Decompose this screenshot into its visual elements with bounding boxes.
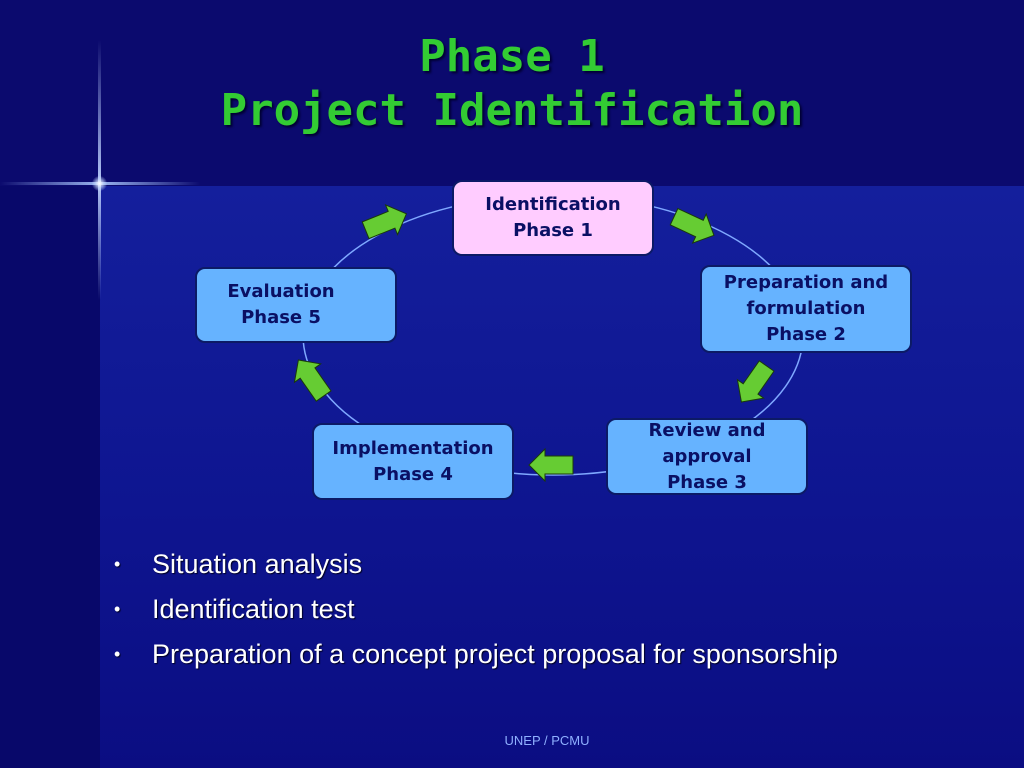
- bullet-marker: •: [114, 599, 121, 619]
- light-flare-vertical: [98, 40, 101, 300]
- phase-4-label-line1: Implementation: [332, 437, 494, 459]
- list-item: • Situation analysis: [114, 542, 994, 587]
- arrow-review-to-implementation: [528, 447, 574, 483]
- slide-title: Phase 1 Project Identification: [0, 30, 1024, 138]
- phase-2-label-line3: Phase 2: [766, 324, 846, 345]
- list-item: • Preparation of a concept project propo…: [114, 632, 994, 677]
- phase-3-label-line1: Review and: [648, 419, 766, 441]
- arrow-identification-to-preparation: [669, 207, 715, 244]
- bullet-marker: •: [114, 554, 121, 574]
- bullet-text: Situation analysis: [152, 549, 363, 579]
- phase-2-label-line1: Preparation and: [723, 272, 889, 293]
- bullet-list: • Situation analysis • Identification te…: [114, 542, 994, 677]
- title-line-2: Project Identification: [220, 85, 804, 136]
- bullet-text: Preparation of a concept project proposa…: [152, 639, 838, 669]
- phase-2-label-line2: formulation: [746, 298, 866, 319]
- phase-3-label-line2: approval: [662, 445, 752, 467]
- light-flare-center: [92, 176, 107, 191]
- phase-1-label-line2: Phase 1: [513, 220, 593, 241]
- phase-4-label-line2: Phase 4: [373, 463, 453, 485]
- arrow-evaluation-to-identification: [361, 203, 408, 240]
- list-item: • Identification test: [114, 587, 994, 632]
- phase-box-implementation: Implementation Phase 4: [312, 423, 514, 500]
- background-left-band: [0, 186, 100, 768]
- bullet-marker: •: [114, 644, 121, 664]
- slide-footer: UNEP / PCMU: [504, 733, 590, 748]
- phase-5-label-line1: Evaluation: [227, 281, 335, 302]
- phase-5-label-line2: Phase 5: [241, 307, 321, 328]
- arrow-implementation-to-evaluation: [293, 359, 332, 402]
- title-line-1: Phase 1: [419, 31, 605, 82]
- phase-box-identification: Identification Phase 1: [452, 180, 654, 256]
- background-top-band: [0, 0, 1024, 186]
- phase-box-preparation: Preparation and formulation Phase 2: [700, 265, 912, 353]
- bullet-text: Identification test: [152, 594, 355, 624]
- phase-1-label-line1: Identification: [485, 194, 621, 215]
- phase-box-evaluation: Evaluation Phase 5: [195, 267, 397, 343]
- phase-3-label-line3: Phase 3: [667, 471, 747, 493]
- arrow-preparation-to-review: [736, 360, 775, 403]
- phase-box-review: Review and approval Phase 3: [606, 418, 808, 495]
